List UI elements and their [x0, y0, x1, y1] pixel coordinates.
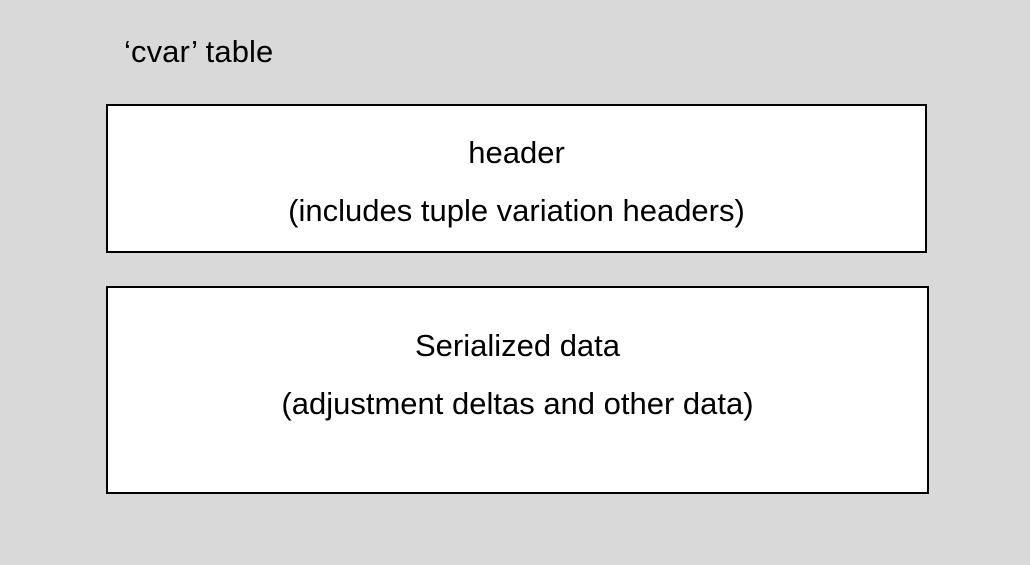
header-block: header (includes tuple variation headers…	[106, 104, 927, 253]
page-title: ‘cvar’ table	[124, 34, 274, 69]
serialized-data-block: Serialized data (adjustment deltas and o…	[106, 286, 929, 494]
header-block-text: header (includes tuple variation headers…	[108, 124, 925, 240]
serialized-data-block-line-1: Serialized data	[414, 328, 621, 363]
serialized-data-block-text: Serialized data (adjustment deltas and o…	[108, 317, 927, 433]
serialized-data-block-line-2: (adjustment deltas and other data)	[281, 386, 754, 421]
header-block-line-2: (includes tuple variation headers)	[288, 193, 745, 228]
header-block-line-1: header	[468, 135, 565, 170]
